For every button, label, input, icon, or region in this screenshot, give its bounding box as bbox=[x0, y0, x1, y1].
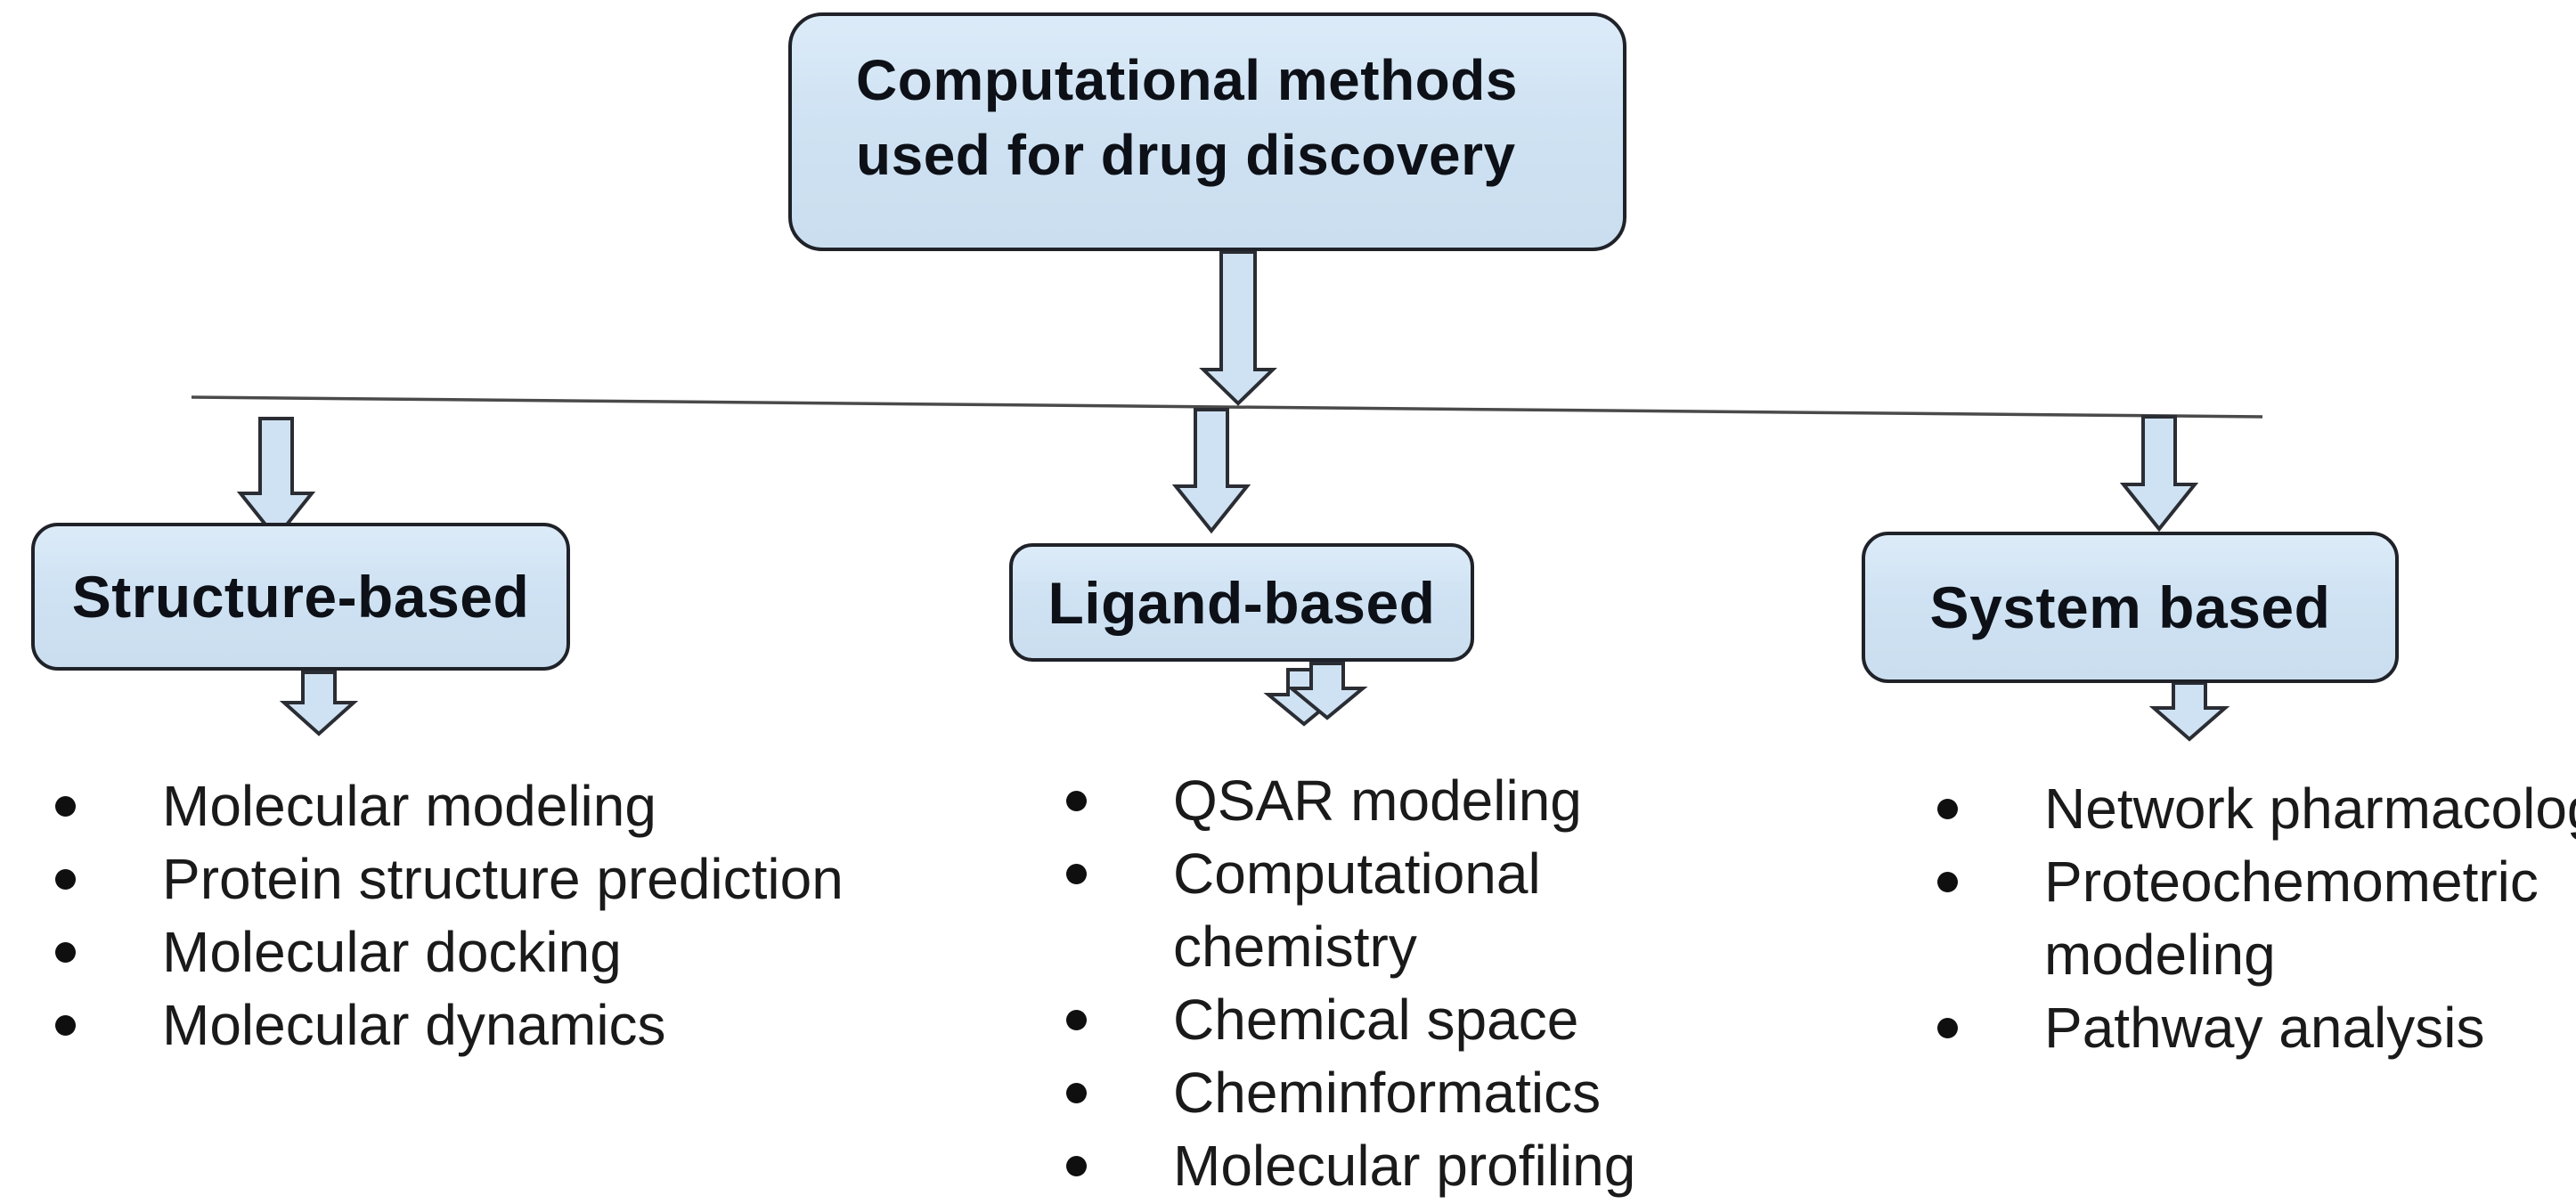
list-item: Protein structure prediction bbox=[45, 842, 971, 915]
down-arrow-icon-root bbox=[1199, 250, 1277, 406]
down-arrow-icon-ligand-list bbox=[1286, 662, 1368, 720]
list-item: Molecular profiling bbox=[1056, 1129, 1716, 1202]
root-node-label: Computational methods used for drug disc… bbox=[856, 48, 1518, 187]
branch-connector-line bbox=[191, 395, 2263, 419]
down-arrow-icon-branch-ligand bbox=[1171, 408, 1251, 534]
structure-based-method-list: Molecular modeling Protein structure pre… bbox=[45, 769, 971, 1062]
ligand-based-method-list: QSAR modeling Computational chemistry Ch… bbox=[1056, 764, 1716, 1202]
down-arrow-icon-branch-system bbox=[2119, 415, 2199, 533]
category-node-system-based: System based bbox=[1862, 532, 2399, 683]
list-item: Pathway analysis bbox=[1927, 991, 2576, 1064]
category-node-structure-based: Structure-based bbox=[31, 523, 570, 671]
list-item: Molecular dynamics bbox=[45, 988, 971, 1062]
list-item: QSAR modeling bbox=[1056, 764, 1716, 837]
list-item: Chemical space bbox=[1056, 983, 1716, 1056]
list-item: Molecular modeling bbox=[45, 769, 971, 842]
down-arrow-icon-system-list bbox=[2148, 681, 2230, 742]
list-item: Cheminformatics bbox=[1056, 1056, 1716, 1129]
category-label: System based bbox=[1929, 574, 2331, 640]
list-item: Computational chemistry bbox=[1056, 837, 1716, 983]
root-node-computational-methods: Computational methods used for drug disc… bbox=[788, 12, 1626, 251]
list-item: Proteochemometric modeling bbox=[1927, 845, 2576, 991]
down-arrow-icon-branch-structure bbox=[236, 417, 316, 541]
list-item: Molecular docking bbox=[45, 915, 971, 988]
list-item: Network pharmacology bbox=[1927, 772, 2576, 845]
category-label: Ligand-based bbox=[1048, 569, 1436, 636]
down-arrow-icon-structure-list bbox=[279, 671, 359, 736]
system-based-method-list: Network pharmacology Proteochemometric m… bbox=[1927, 772, 2576, 1064]
category-label: Structure-based bbox=[71, 564, 530, 630]
category-node-ligand-based: Ligand-based bbox=[1009, 543, 1474, 662]
